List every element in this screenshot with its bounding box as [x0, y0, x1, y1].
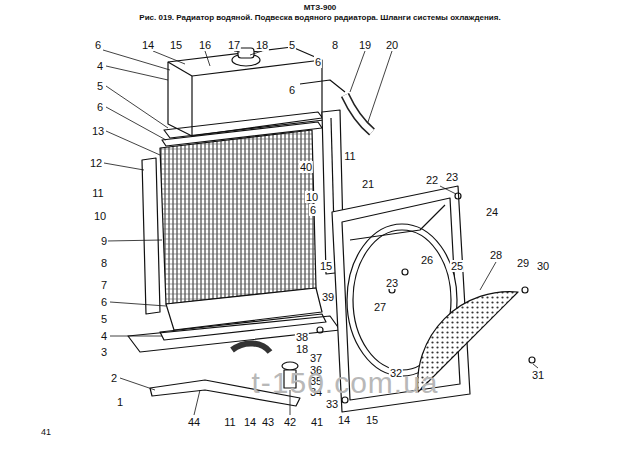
callout-number: 11	[223, 416, 236, 428]
callout-number: 14	[141, 39, 155, 51]
callout-number: 2	[110, 372, 118, 384]
callout-number: 41	[310, 416, 324, 428]
callout-number: 12	[89, 157, 103, 169]
figure-title: МТЗ-900	[0, 3, 640, 13]
callout-number: 42	[283, 416, 297, 428]
callout-number: 40	[299, 161, 313, 173]
callout-number: 11	[343, 150, 356, 162]
callout-number: 14	[243, 416, 257, 428]
callout-number: 10	[93, 210, 107, 222]
callout-number: 26	[420, 254, 434, 266]
callout-number: 14	[337, 414, 351, 426]
callout-number: 20	[385, 39, 399, 51]
callout-number: 6	[94, 39, 102, 51]
callout-number: 31	[531, 369, 545, 381]
callout-number: 4	[100, 330, 108, 342]
callout-number: 38	[295, 331, 309, 343]
callout-number: 10	[305, 191, 319, 203]
callout-number: 5	[100, 313, 108, 325]
callout-number: 16	[198, 39, 212, 51]
callout-number: 23	[445, 171, 459, 183]
callout-number: 6	[314, 56, 322, 68]
callout-number: 6	[309, 204, 317, 216]
callout-number: 9	[100, 235, 108, 247]
callout-number: 29	[516, 257, 530, 269]
callout-number: 6	[100, 296, 108, 308]
figure-caption: Рис. 019. Радиатор водяной. Подвеска вод…	[0, 13, 640, 23]
callout-number: 6	[288, 84, 296, 96]
callout-number: 5	[288, 39, 296, 51]
page-number: 41	[40, 426, 52, 438]
callout-number: 18	[255, 39, 269, 51]
callout-number: 15	[365, 414, 379, 426]
callout-number: 28	[489, 249, 503, 261]
callout-number: 5	[96, 80, 104, 92]
callout-number: 18	[295, 343, 309, 355]
callout-number: 27	[373, 301, 387, 313]
callout-number: 1	[116, 396, 124, 408]
callout-number: 19	[358, 39, 372, 51]
callout-number: 15	[319, 260, 333, 272]
callout-number: 23	[385, 277, 399, 289]
callout-number: 44	[187, 416, 201, 428]
callout-number: 7	[100, 279, 108, 291]
callout-number: 37	[309, 352, 323, 364]
callout-number: 30	[536, 260, 550, 272]
callout-number: 33	[325, 398, 339, 410]
callout-number: 6	[96, 101, 104, 113]
callout-number: 11	[91, 187, 104, 199]
callout-number: 15	[169, 39, 183, 51]
callout-number: 17	[227, 39, 241, 51]
callout-number: 39	[321, 291, 335, 303]
callout-number: 43	[261, 416, 275, 428]
callout-number: 24	[485, 206, 499, 218]
callout-number: 3	[100, 346, 108, 358]
callout-number: 22	[425, 174, 439, 186]
callout-number: 8	[100, 257, 108, 269]
callout-number: 4	[96, 60, 104, 72]
callout-number: 8	[331, 39, 339, 51]
callout-number: 25	[450, 260, 464, 272]
callout-number: 13	[91, 125, 105, 137]
watermark: t-150.com.ua	[250, 367, 439, 399]
callout-number: 21	[361, 178, 375, 190]
